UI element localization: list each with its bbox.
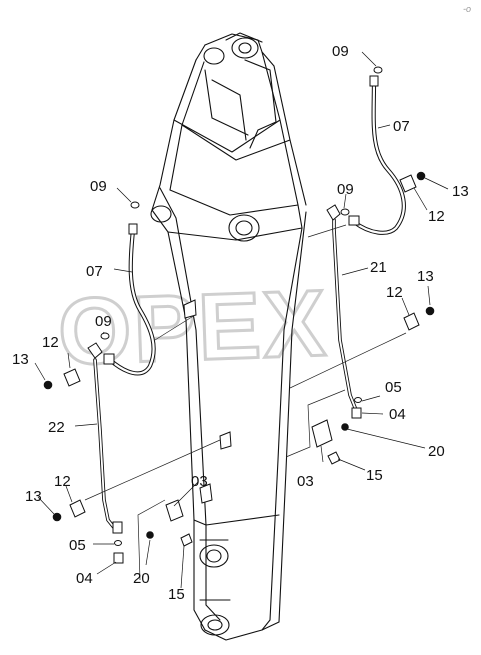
callout-05: 05	[69, 537, 86, 554]
callout-12: 12	[54, 473, 71, 490]
right-hose-07	[348, 75, 406, 235]
callout-09: 09	[337, 181, 354, 198]
callout-09: 09	[332, 43, 349, 60]
callout-20: 20	[133, 570, 150, 587]
callout-03: 03	[191, 473, 208, 490]
callout-15: 15	[168, 586, 185, 603]
left-pipe-22	[87, 342, 123, 534]
callout-22: 22	[48, 419, 65, 436]
callout-12: 12	[386, 284, 403, 301]
callout-21: 21	[370, 259, 387, 276]
leader-lines	[34, 51, 449, 589]
left-hose-07	[103, 223, 156, 376]
callout-13: 13	[12, 351, 29, 368]
callout-labels: 09 07 13 12 09 09 07 21 13 12 09 12 13 0…	[12, 43, 469, 603]
callout-07: 07	[86, 263, 103, 280]
callout-12: 12	[42, 334, 59, 351]
corner-mark: -o	[463, 4, 471, 14]
callout-09: 09	[90, 178, 107, 195]
boom-arm	[150, 32, 307, 641]
callout-03: 03	[297, 473, 314, 490]
callout-07: 07	[393, 118, 410, 135]
callout-13: 13	[452, 183, 469, 200]
right-pipe-21	[326, 204, 358, 412]
callout-04: 04	[389, 406, 406, 423]
callout-15: 15	[366, 467, 383, 484]
callout-09: 09	[95, 313, 112, 330]
clamps-bolts	[43, 66, 435, 564]
callout-05: 05	[385, 379, 402, 396]
callout-12: 12	[428, 208, 445, 225]
callout-13: 13	[417, 268, 434, 285]
callout-20: 20	[428, 443, 445, 460]
callout-13: 13	[25, 488, 42, 505]
callout-04: 04	[76, 570, 93, 587]
